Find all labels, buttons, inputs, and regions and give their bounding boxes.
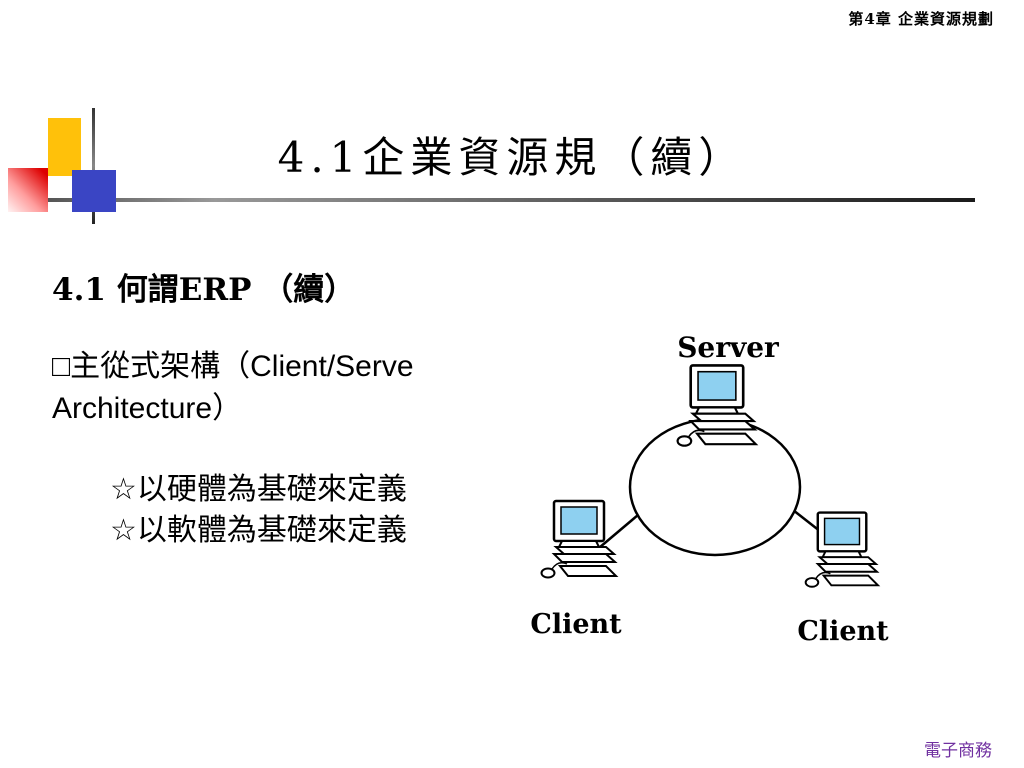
server-label: Server <box>677 331 780 364</box>
client-right-label: Client <box>797 616 889 647</box>
title-divider-line <box>48 198 975 202</box>
section-heading: 4.1 何謂ERP （續） <box>52 272 356 308</box>
footer-label: 電子商務 <box>924 741 992 761</box>
client-right-computer-icon <box>804 511 880 588</box>
vertical-accent-line <box>92 108 95 224</box>
red-accent-square <box>8 168 48 212</box>
client-left-computer-icon <box>540 499 618 579</box>
architecture-paragraph: □主從式架構（Client/Serve Architecture） <box>52 346 522 430</box>
slide-title: 4.1企業資源規（續） <box>277 133 747 182</box>
chapter-header: 第4章 企業資源規劃 <box>848 10 994 28</box>
blue-accent-square <box>72 170 116 212</box>
architecture-line-1: □主從式架構（Client/Serve <box>52 350 414 383</box>
architecture-line-2: Architecture） <box>52 392 243 425</box>
definition-bullets: ☆以硬體為基礎來定義 ☆以軟體為基礎來定義 <box>110 470 407 551</box>
bullet-software-definition: ☆以軟體為基礎來定義 <box>110 513 407 547</box>
client-server-diagram: Server Client Client <box>530 331 889 647</box>
client-left-label: Client <box>530 609 622 640</box>
yellow-accent-square <box>48 118 81 176</box>
bullet-hardware-definition: ☆以硬體為基礎來定義 <box>110 473 407 506</box>
